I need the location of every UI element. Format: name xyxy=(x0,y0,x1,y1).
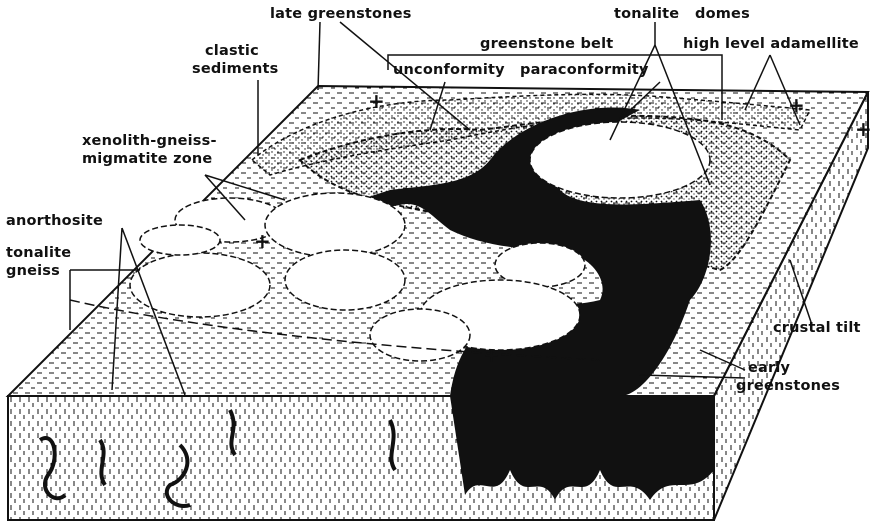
plus-symbol: + xyxy=(788,93,805,117)
label-unconformity: unconformity xyxy=(393,62,505,78)
label-early-greenstones-line2: greenstones xyxy=(736,378,840,394)
label-tonalite-gneiss-line1: tonalite xyxy=(6,245,71,261)
label-crustal-tilt: crustal tilt xyxy=(773,320,861,336)
label-xenolith-zone-line2: migmatite zone xyxy=(82,151,212,167)
label-early-greenstones-line1: early xyxy=(748,360,790,376)
label-anorthosite: anorthosite xyxy=(6,213,103,229)
label-xenolith-zone-line1: xenolith-gneiss- xyxy=(82,133,217,149)
label-clastic-sediments-line2: sediments xyxy=(192,61,278,77)
label-greenstone-belt: greenstone belt xyxy=(480,36,613,52)
label-high-level-adamellite: high level adamellite xyxy=(683,36,859,52)
label-paraconformity: paraconformity xyxy=(520,62,649,78)
label-tonalite-domes-line2: domes xyxy=(695,6,750,22)
label-tonalite-gneiss-line2: gneiss xyxy=(6,263,60,279)
label-late-greenstones: late greenstones xyxy=(270,6,412,22)
plus-symbol: + xyxy=(483,343,500,367)
label-tonalite-domes-line1: tonalite xyxy=(614,6,679,22)
plus-symbol: + xyxy=(254,229,271,253)
plus-symbol: + xyxy=(368,89,385,113)
early-greenstones-lower xyxy=(450,396,714,500)
label-clastic-sediments-line1: clastic xyxy=(205,43,259,59)
plus-symbol: + xyxy=(855,117,872,141)
